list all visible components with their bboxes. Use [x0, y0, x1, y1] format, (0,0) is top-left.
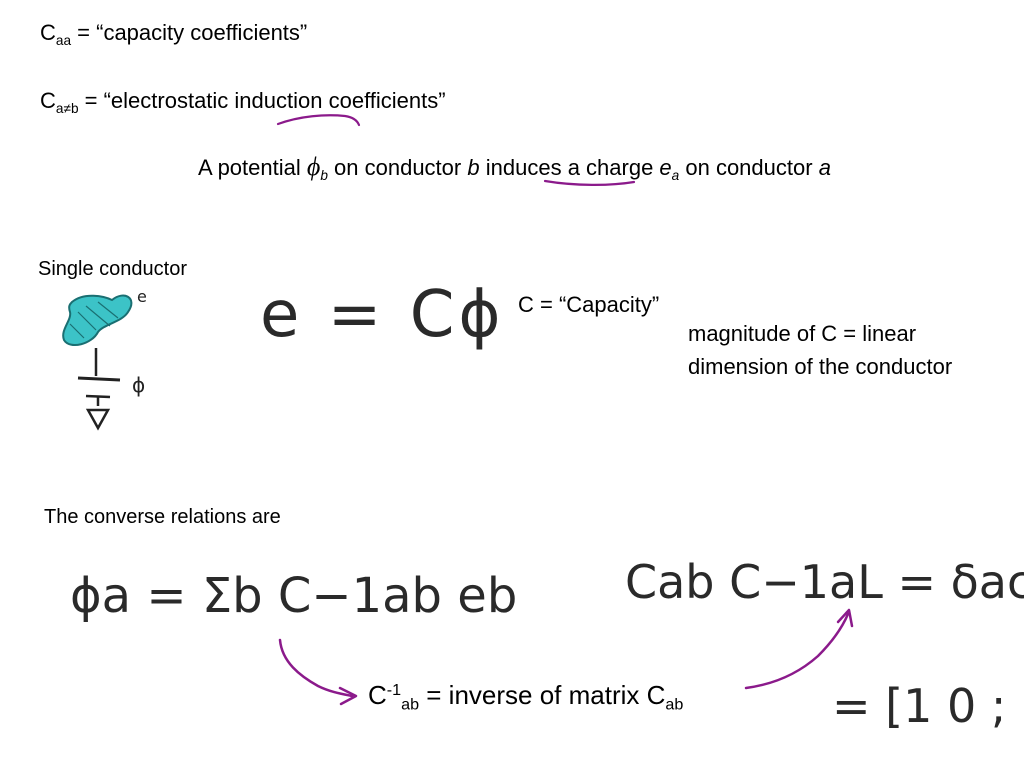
symbol-c: C — [368, 680, 387, 710]
induction-underline — [276, 114, 361, 127]
sentence-text: a charge — [561, 155, 660, 180]
capacity-label: C = “Capacity” — [518, 292, 660, 317]
induction-sentence: A potential ϕb on conductor b induces a … — [198, 152, 831, 182]
definition-text: = “electrostatic induction coefficients” — [78, 88, 446, 113]
induces-word: induces — [485, 155, 562, 180]
conductor-sketch: e ϕ — [62, 287, 147, 431]
subscript-aa: aa — [55, 32, 72, 48]
symbol-c: C — [40, 88, 56, 113]
phi-symbol: ϕ — [306, 152, 321, 181]
conductor-a: a — [818, 155, 831, 180]
conductor-hatch — [69, 301, 119, 339]
definition-capacity-coefficients: Caa = “capacity coefficients” — [40, 20, 308, 48]
definition-induction-coefficients: Ca≠b = “electrostatic induction coeffici… — [40, 88, 446, 116]
conductor-blob — [62, 294, 133, 347]
magnitude-line-1: magnitude of C = linear — [688, 321, 917, 346]
subscript-a-neq-b: a≠b — [55, 100, 79, 116]
sketch-ground-symbol — [85, 408, 111, 431]
conductor-b: b — [467, 155, 480, 180]
phi-subscript: b — [320, 167, 328, 183]
magnitude-line-2: dimension of the conductor — [688, 354, 953, 379]
sketch-charge-label: e — [137, 287, 147, 306]
handwritten-identity-matrix: = [1 0 ; 0 1] — [832, 679, 1024, 733]
inverse-text: = inverse of matrix C — [419, 680, 666, 710]
single-conductor-heading: Single conductor — [38, 258, 187, 280]
subscript-ab: ab — [665, 695, 684, 714]
sketch-potential-label: ϕ — [132, 373, 145, 397]
charge-subscript: a — [671, 167, 680, 183]
charge-e: e — [659, 155, 672, 180]
sentence-text: A potential — [198, 155, 307, 180]
converse-heading: The converse relations are — [44, 506, 281, 528]
arrow-to-identity — [744, 612, 850, 690]
superscript-minus-one: -1 — [386, 681, 402, 700]
sentence-text: on conductor — [679, 155, 819, 180]
subscript-ab: ab — [401, 695, 420, 714]
handwritten-formula-e-c-phi: e = Cϕ — [260, 278, 505, 352]
induces-underline — [543, 179, 636, 186]
arrow-head-right — [836, 608, 854, 628]
inverse-matrix-note: C-1ab = inverse of matrix Cab — [368, 680, 684, 714]
symbol-c: C — [40, 20, 56, 45]
sentence-text: on conductor — [327, 155, 468, 180]
arrow-to-inverse-note — [278, 638, 354, 698]
arrow-head-left — [338, 686, 358, 706]
definition-text: = “capacity coefficients” — [71, 20, 308, 45]
handwritten-formula-identity: Cab C−1aL = δac — [625, 555, 1024, 609]
sketch-plate — [77, 376, 121, 382]
handwritten-formula-inverse-sum: ϕa = Σb C−1ab eb — [70, 568, 517, 624]
